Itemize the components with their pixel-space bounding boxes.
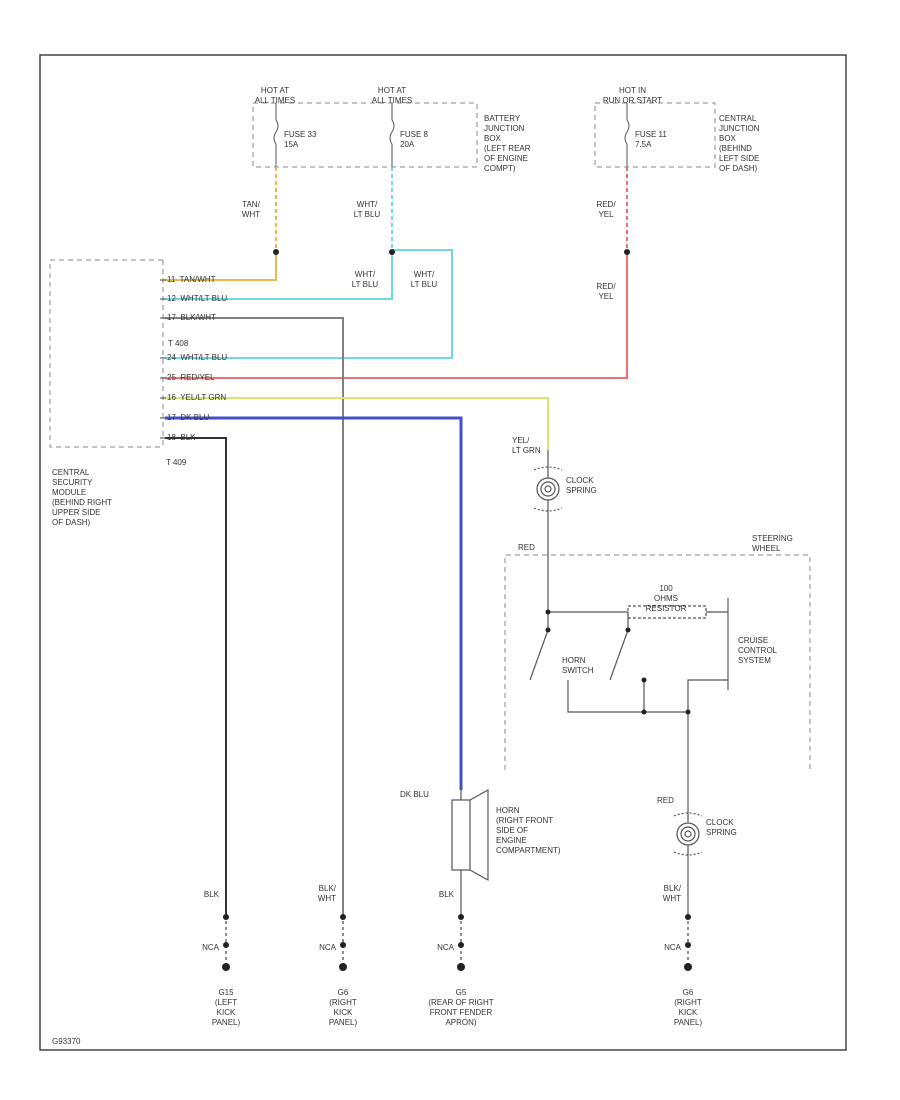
wire-dk-blu (165, 416, 463, 790)
wire-label-yel-ltgrn: YEL/ LT GRN (512, 436, 541, 455)
nca-label-2: NCA (319, 943, 336, 952)
connector-t409: T 409 (166, 458, 187, 467)
wire-label-red-yel-2: RED/ YEL (596, 282, 616, 301)
battery-junction-label: BATTERY JUNCTION BOX (LEFT REAR OF ENGIN… (484, 114, 531, 173)
cruise-control-label: CRUISE CONTROL SYSTEM (738, 636, 778, 665)
wire-label-red-yel-1: RED/ YEL (596, 200, 616, 219)
central-junction-box (594, 102, 716, 168)
horn-body (451, 788, 489, 915)
wire-yel-ltgrn (165, 397, 549, 450)
resistor-label: 100 OHMS RESISTOR (645, 584, 687, 613)
wire-label-wht-ltblu-3: WHT/ LT BLU (410, 270, 438, 289)
pin-row-5: 25 RED/YEL (167, 373, 215, 382)
steering-wheel-circuit (529, 598, 729, 770)
upper-clock-spring (533, 450, 563, 612)
battery-junction-box (252, 102, 478, 168)
wire-red-yel (165, 167, 628, 379)
splice-red (624, 249, 630, 255)
wire-label-blk-2: BLK (438, 890, 454, 899)
central-junction-label: CENTRAL JUNCTION BOX (BEHIND LEFT SIDE O… (719, 114, 760, 173)
wire-label-blk-1: BLK (203, 890, 219, 899)
wire-blk-wht (165, 317, 344, 915)
nca-label-3: NCA (437, 943, 454, 952)
splice-ltblu (389, 249, 395, 255)
wire-label-wht-ltblu-2: WHT/ LT BLU (351, 270, 379, 289)
wire-tan-wht (165, 167, 277, 281)
horn-label: HORN (RIGHT FRONT SIDE OF ENGINE COMPART… (496, 806, 561, 855)
pin-row-4: 24 WHT/LT BLU (167, 353, 228, 362)
wire-label-dkblu: DK BLU (400, 790, 429, 799)
hot-label-run: HOT IN RUN OR START (602, 86, 663, 105)
clock-spring-upper-label: CLOCK SPRING (566, 476, 597, 495)
pin-row-6: 16 YEL/LT GRN (167, 393, 227, 402)
pin-row-1: 11 TAN/WHT (167, 275, 216, 284)
diagram-frame (39, 54, 847, 1051)
hot-label-1: HOT AT ALL TIMES (254, 86, 296, 105)
pin-row-3: 17 BLK/WHT (167, 313, 216, 322)
fuse-8 (389, 103, 395, 167)
fuse-33-label: FUSE 33 15A (284, 130, 317, 149)
figure-id: G93370 (52, 1037, 81, 1046)
splice-tan (273, 249, 279, 255)
ground-label-g15: G15 (LEFT KICK PANEL) (211, 988, 241, 1027)
nca-label-4: NCA (664, 943, 681, 952)
wire-wht-ltblu (165, 167, 453, 359)
fuse-11 (624, 103, 630, 167)
pin-row-8: 18 BLK (167, 433, 196, 442)
steering-junctions (545, 609, 691, 715)
wire-label-red-1: RED (518, 543, 535, 552)
ground-label-g5: G5 (REAR OF RIGHT FRONT FENDER APRON) (428, 988, 494, 1027)
fuse-8-label: FUSE 8 20A (400, 130, 429, 149)
wire-blk (165, 437, 227, 915)
wire-label-red-2: RED (657, 796, 674, 805)
fuse-11-label: FUSE 11 7.5A (635, 130, 667, 149)
clock-spring-lower-label: CLOCK SPRING (706, 818, 737, 837)
central-security-module-box (49, 259, 164, 448)
lower-clock-spring (673, 770, 703, 915)
hot-label-2: HOT AT ALL TIMES (371, 86, 413, 105)
central-security-label: CENTRAL SECURITY MODULE (BEHIND RIGHT UP… (52, 468, 112, 527)
wire-label-wht-ltblu-1: WHT/ LT BLU (353, 200, 381, 219)
connector-t408: T 408 (168, 339, 189, 348)
wire-label-tan-wht: TAN/ WHT (241, 200, 261, 219)
wire-label-blk-wht-2: BLK/ WHT (662, 884, 681, 903)
fuse-33 (273, 103, 279, 167)
nca-label-1: NCA (202, 943, 219, 952)
wire-label-blk-wht-1: BLK/ WHT (317, 884, 336, 903)
pin-row-7: 17 DK BLU (167, 413, 210, 422)
ground-terminals (222, 914, 692, 971)
pin-row-2: 12 WHT/LT BLU (167, 294, 228, 303)
ground-label-g6-b: G6 (RIGHT KICK PANEL) (673, 988, 703, 1027)
module-pin-ticks (160, 279, 166, 439)
ground-connections (225, 915, 689, 965)
ground-label-g6-a: G6 (RIGHT KICK PANEL) (328, 988, 358, 1027)
horn-switch-label: HORN SWITCH (562, 656, 594, 675)
steering-wheel-label: STEERING WHEEL (752, 534, 793, 553)
